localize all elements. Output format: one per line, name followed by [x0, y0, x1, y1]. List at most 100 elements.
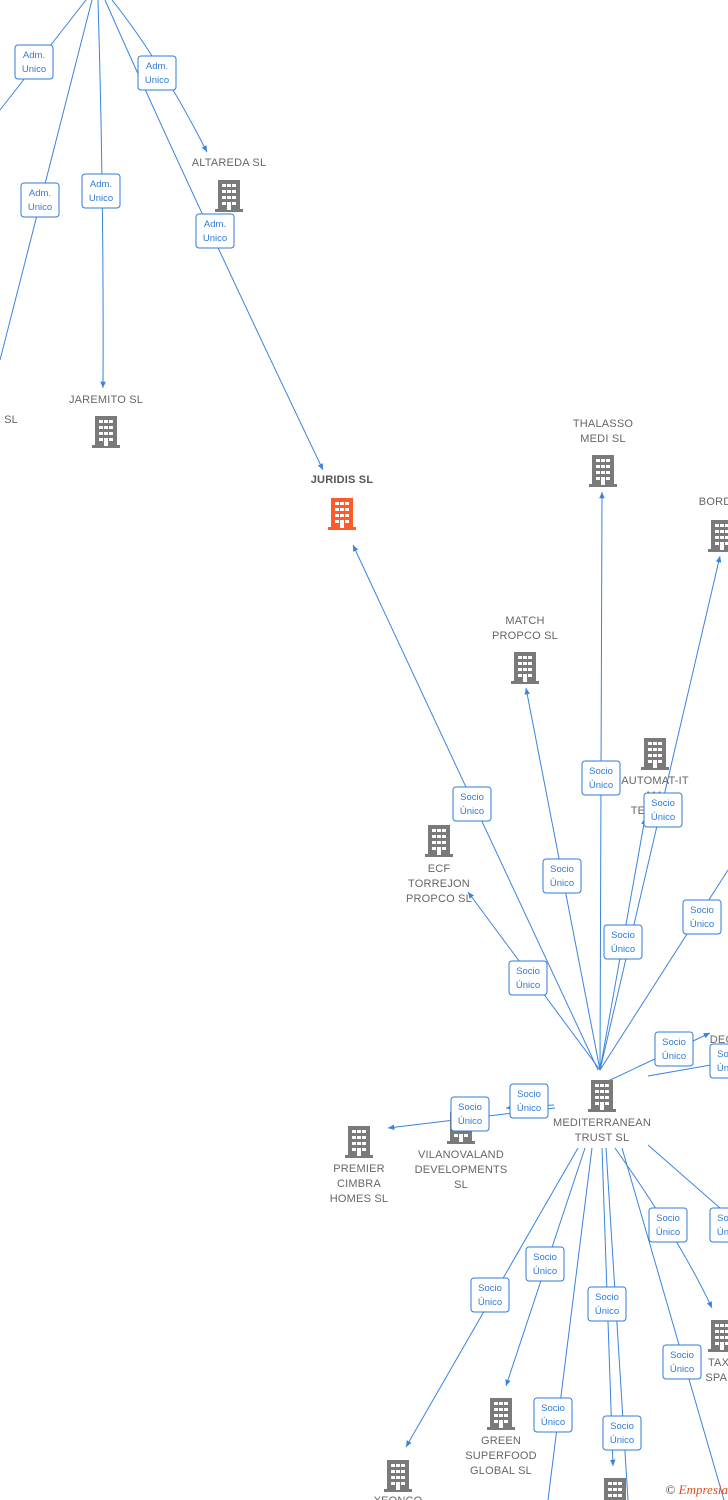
- edge-label-text: Único: [662, 1051, 686, 1062]
- node-jaremito[interactable]: JAREMITO SL: [69, 394, 143, 448]
- node-label: THALASSO: [573, 418, 634, 430]
- edge-label-text: Socio: [541, 1403, 565, 1414]
- edge-label-box: [648, 1207, 688, 1243]
- edge-label-text: Socio: [589, 766, 613, 777]
- edge-label[interactable]: Adm. Unico: [137, 55, 177, 91]
- edge-label-text: Único: [717, 1227, 728, 1238]
- node-label: AUTOMAT-IT: [621, 775, 689, 787]
- edge-label-box: [581, 760, 621, 796]
- edge-label[interactable]: Adm.Unico: [81, 173, 121, 209]
- edge-label-text: Único: [670, 1364, 694, 1375]
- relation-edge: [0, 0, 93, 361]
- building-icon: [511, 652, 539, 684]
- edge-label-text: Socio: [611, 930, 635, 941]
- edge-label-text: Adm.: [204, 219, 226, 230]
- edge-label-text: Único: [595, 1306, 619, 1317]
- edge-label-box: [603, 924, 643, 960]
- node-label: TAXF: [708, 1357, 728, 1369]
- node-left_sl[interactable]: SL: [4, 414, 18, 426]
- node-bottom_left[interactable]: XEONCO: [374, 1460, 423, 1500]
- node-label: GLOBAL SL: [470, 1465, 532, 1477]
- edge-label-box: [602, 1415, 642, 1451]
- node-deg[interactable]: DEG: [710, 1034, 728, 1046]
- node-bordal[interactable]: BORDAL: [699, 496, 728, 552]
- building-icon: [708, 520, 728, 552]
- edge-label-box: [682, 899, 722, 935]
- edge-label-text: Único: [717, 1063, 728, 1074]
- building-icon: [601, 1478, 629, 1500]
- node-bottom_mid[interactable]: [601, 1478, 629, 1500]
- building-icon: [588, 1080, 616, 1112]
- edge-label-box: [709, 1043, 728, 1079]
- edge-label-text: Único: [550, 878, 574, 889]
- edge-label-text: Socio: [656, 1213, 680, 1224]
- node-juridis[interactable]: JURIDIS SL: [311, 474, 374, 530]
- building-icon: [425, 825, 453, 857]
- edge-label-text: Único: [460, 806, 484, 817]
- node-altareda[interactable]: ALTAREDA SL: [192, 157, 267, 212]
- node-label: ALTAREDA SL: [192, 157, 267, 169]
- edge-label-box: [709, 1207, 728, 1243]
- edge-label-box: [643, 792, 683, 828]
- relation-edge: [647, 1144, 728, 1216]
- node-label: VILANOVALAND: [418, 1149, 504, 1161]
- edge-label-box: [542, 858, 582, 894]
- watermark: © Empresia: [666, 1482, 728, 1498]
- edge-label-text: Único: [651, 812, 675, 823]
- edge-label[interactable]: Adm.Unico: [20, 182, 60, 218]
- node-label: TRUST SL: [575, 1132, 630, 1144]
- node-label: GREEN: [481, 1435, 521, 1447]
- node-label: TORREJON: [408, 878, 470, 890]
- edge-label-text: Único: [690, 919, 714, 930]
- building-icon: [487, 1398, 515, 1430]
- node-label: SL: [454, 1179, 468, 1191]
- edge-label[interactable]: Adm.Unico: [14, 44, 54, 80]
- edge-label-text: Unico: [22, 64, 46, 75]
- node-green[interactable]: GREEN SUPERFOOD GLOBAL SL: [465, 1398, 537, 1477]
- node-label: HOMES SL: [330, 1193, 388, 1205]
- building-icon: [589, 455, 617, 487]
- node-label: ECF: [428, 863, 451, 875]
- edge-label-text: Socio: [516, 966, 540, 977]
- edge-label-text: Adm.: [146, 61, 168, 72]
- node-label: SUPERFOOD: [465, 1450, 536, 1462]
- edge-label[interactable]: Adm.Unico: [195, 213, 235, 249]
- edge-label-text: Socio: [533, 1252, 557, 1263]
- edge-label-text: Único: [517, 1103, 541, 1114]
- edge-label-box: [137, 55, 177, 91]
- edge-label-text: Unico: [145, 75, 169, 86]
- relation-edge: [547, 1147, 593, 1500]
- edge-label-text: Adm.: [29, 188, 51, 199]
- building-icon: [384, 1460, 412, 1492]
- node-taxf[interactable]: TAXFSPAIN: [705, 1320, 728, 1384]
- edge-label-text: Adm.: [90, 179, 112, 190]
- focus-building-icon: [328, 498, 356, 530]
